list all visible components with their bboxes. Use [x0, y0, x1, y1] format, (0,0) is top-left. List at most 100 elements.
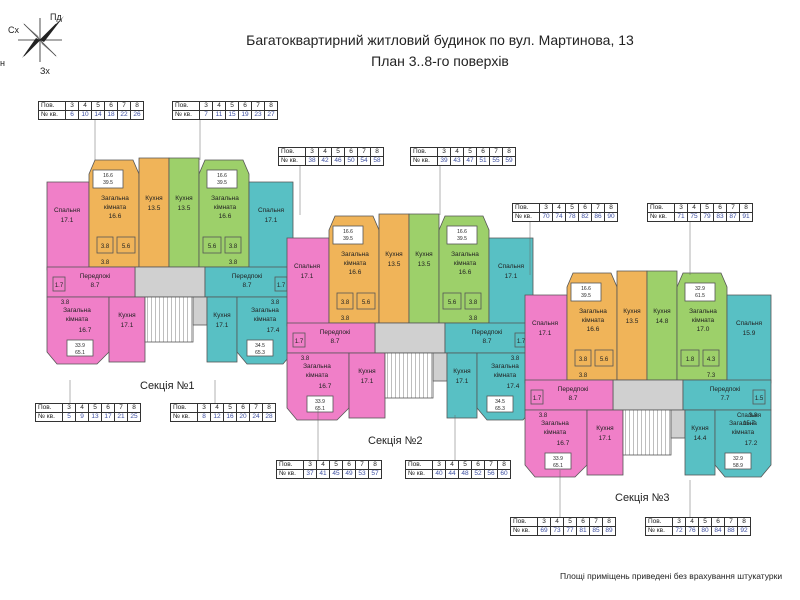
- area-box: [570, 282, 602, 302]
- room-label: кімната: [214, 203, 237, 211]
- room-label: Передпокі: [472, 328, 503, 336]
- floor-number: 6: [238, 101, 252, 111]
- room-label: 65.1: [75, 350, 85, 356]
- apartment-header: № кв.: [405, 469, 433, 479]
- apartment-number: 16: [223, 412, 237, 422]
- stairs: [622, 409, 672, 456]
- apartment-number: 24: [249, 412, 263, 422]
- living-top-left: [88, 159, 140, 268]
- room-label: 3.8: [579, 357, 588, 363]
- floor-number: 3: [305, 147, 319, 157]
- floor-number: 7: [251, 101, 265, 111]
- floor-number: 7: [591, 203, 605, 213]
- floor-number: 7: [484, 460, 498, 470]
- living-bottom-right: [236, 296, 294, 365]
- floor-number: 6: [342, 460, 356, 470]
- room-label: 3.8: [229, 244, 238, 250]
- room-label: 65.3: [495, 406, 505, 412]
- room-label: Загальна: [341, 251, 369, 258]
- floor-number: 8: [370, 147, 384, 157]
- wc: [514, 332, 528, 348]
- floor-number: 7: [249, 403, 263, 413]
- area-box: [92, 169, 124, 189]
- room-label: 5.6: [208, 244, 217, 250]
- apartment-number: 56: [484, 469, 498, 479]
- apartment-number: 81: [576, 526, 590, 536]
- apartment-number: 17: [101, 412, 115, 422]
- room-label: Загальна: [251, 307, 279, 314]
- room-label: 15.7: [743, 421, 755, 427]
- apartment-number: 72: [672, 526, 686, 536]
- compass-label-west: Зх: [40, 66, 50, 76]
- kitchen-top-right: [168, 157, 200, 268]
- room-label: 8.7: [330, 338, 339, 345]
- living-top-right: [438, 215, 490, 324]
- room-label: 17.1: [265, 217, 278, 224]
- room-label: Загальна: [63, 307, 91, 314]
- room-label: Спальня: [736, 320, 763, 327]
- room-label: Кухня: [453, 368, 471, 375]
- room-label: 7.7: [720, 395, 729, 402]
- room-label: Кухня: [623, 308, 641, 315]
- kitchen-top-left: [616, 270, 648, 381]
- room-label: Передпокі: [320, 328, 351, 336]
- room-label: Кухня: [145, 195, 163, 202]
- room-label: 17.4: [507, 383, 520, 390]
- bath: [116, 236, 136, 254]
- room-label: Кухня: [385, 251, 403, 258]
- apartment-number: 13: [88, 412, 102, 422]
- room-label: 16.6: [103, 173, 113, 179]
- apartment-number: 86: [591, 212, 605, 222]
- apartment-number: 9: [75, 412, 89, 422]
- floor-number: 7: [114, 403, 128, 413]
- apartment-number: 78: [565, 212, 579, 222]
- room-label: кімната: [732, 428, 755, 436]
- living-bottom-right: [714, 409, 772, 478]
- apartment-number: 40: [432, 469, 446, 479]
- apartment-number: 44: [445, 469, 459, 479]
- living-top-right: [198, 159, 250, 268]
- floor-number: 3: [539, 203, 553, 213]
- area-box: [66, 339, 94, 357]
- room-label: 32.9: [733, 456, 743, 462]
- floor-number: 8: [264, 101, 278, 111]
- apartment-number: 83: [713, 212, 727, 222]
- room-label: 8.7: [568, 395, 577, 402]
- room-label: 39.5: [343, 236, 353, 242]
- floor-number: 5: [331, 147, 345, 157]
- compass-label-east: Сх: [8, 25, 19, 35]
- floor-number: 7: [355, 460, 369, 470]
- wc: [52, 276, 66, 292]
- floor-number: 8: [739, 203, 753, 213]
- kitchen-bottom-left: [348, 352, 386, 419]
- room-label: 8.7: [90, 282, 99, 289]
- room-label: кімната: [254, 315, 277, 323]
- floor-number: 8: [127, 403, 141, 413]
- bath: [202, 236, 222, 254]
- apartment-header: № кв.: [510, 526, 538, 536]
- stairs: [144, 296, 194, 343]
- apartment-number: 42: [318, 156, 332, 166]
- floor-number: 3: [303, 460, 317, 470]
- floor-number: 8: [262, 403, 276, 413]
- floor-number: 7: [726, 203, 740, 213]
- floor-number: 4: [212, 101, 226, 111]
- room-label: Передпокі: [558, 385, 589, 393]
- floor-header: Пов.: [38, 101, 66, 111]
- floor-number: 8: [130, 101, 144, 111]
- floor-header: Пов.: [647, 203, 675, 213]
- room-label: 1.5: [755, 396, 764, 402]
- bath: [96, 236, 114, 254]
- room-label: 3.8: [61, 300, 70, 306]
- floor-number: 4: [318, 147, 332, 157]
- room-label: 17.2: [745, 440, 758, 447]
- floor-number: 6: [576, 517, 590, 527]
- room-label: Спальня: [737, 413, 761, 419]
- room-label: 3.8: [229, 260, 238, 266]
- apartment-number: 39: [437, 156, 451, 166]
- room-label: 1.7: [55, 283, 64, 289]
- room-label: кімната: [66, 315, 89, 323]
- apartment-number: 46: [331, 156, 345, 166]
